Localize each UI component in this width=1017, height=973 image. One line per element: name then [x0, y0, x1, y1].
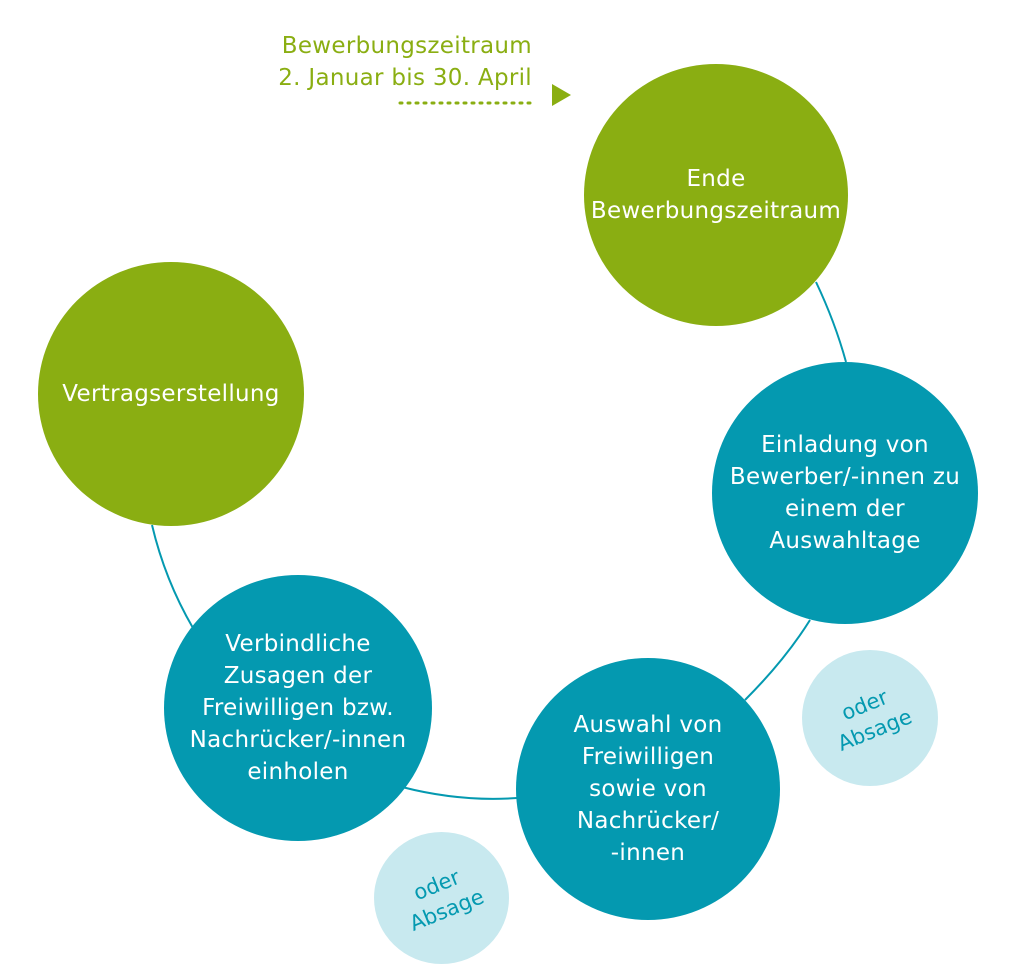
arrow-head-icon: [552, 84, 571, 106]
application-period-text: Bewerbungszeitraum 2. Januar bis 30. Apr…: [278, 30, 532, 94]
step-binding-commitments-label: Verbindliche Zusagen der Freiwilligen bz…: [189, 631, 407, 785]
application-period-dates: 2. Januar bis 30. April: [278, 65, 532, 91]
step-invitation-selection-day-label: Einladung von Bewerber/-innen zu einem d…: [729, 432, 961, 554]
alternative-rejection-badge-1: oder Absage: [802, 650, 938, 786]
step-contract-creation-label: Vertragserstellung: [62, 381, 280, 407]
alternative-rejection-label-2: oder Absage: [405, 864, 487, 936]
step-selection-volunteers-label: Auswahl von Freiwilligen sowie von Nachr…: [573, 712, 723, 866]
step-end-application-period: Ende Bewerbungszeitraum: [584, 64, 848, 326]
step-contract-creation: Vertragserstellung: [38, 262, 304, 526]
connector-line-1: [815, 281, 847, 363]
alternative-rejection-label-1: oder Absage: [834, 684, 916, 756]
step-end-application-period-label: Ende Bewerbungszeitraum: [590, 166, 842, 224]
alternative-rejection-badge-2: oder Absage: [374, 832, 509, 964]
step-selection-volunteers: Auswahl von Freiwilligen sowie von Nachr…: [516, 658, 780, 920]
connector-line-4: [151, 524, 194, 629]
step-invitation-selection-day: Einladung von Bewerber/-innen zu einem d…: [712, 362, 978, 624]
application-period-title: Bewerbungszeitraum: [281, 33, 532, 59]
connector-line-3: [401, 786, 518, 800]
step-binding-commitments: Verbindliche Zusagen der Freiwilligen bz…: [164, 575, 432, 841]
connector-line-2: [744, 619, 811, 701]
